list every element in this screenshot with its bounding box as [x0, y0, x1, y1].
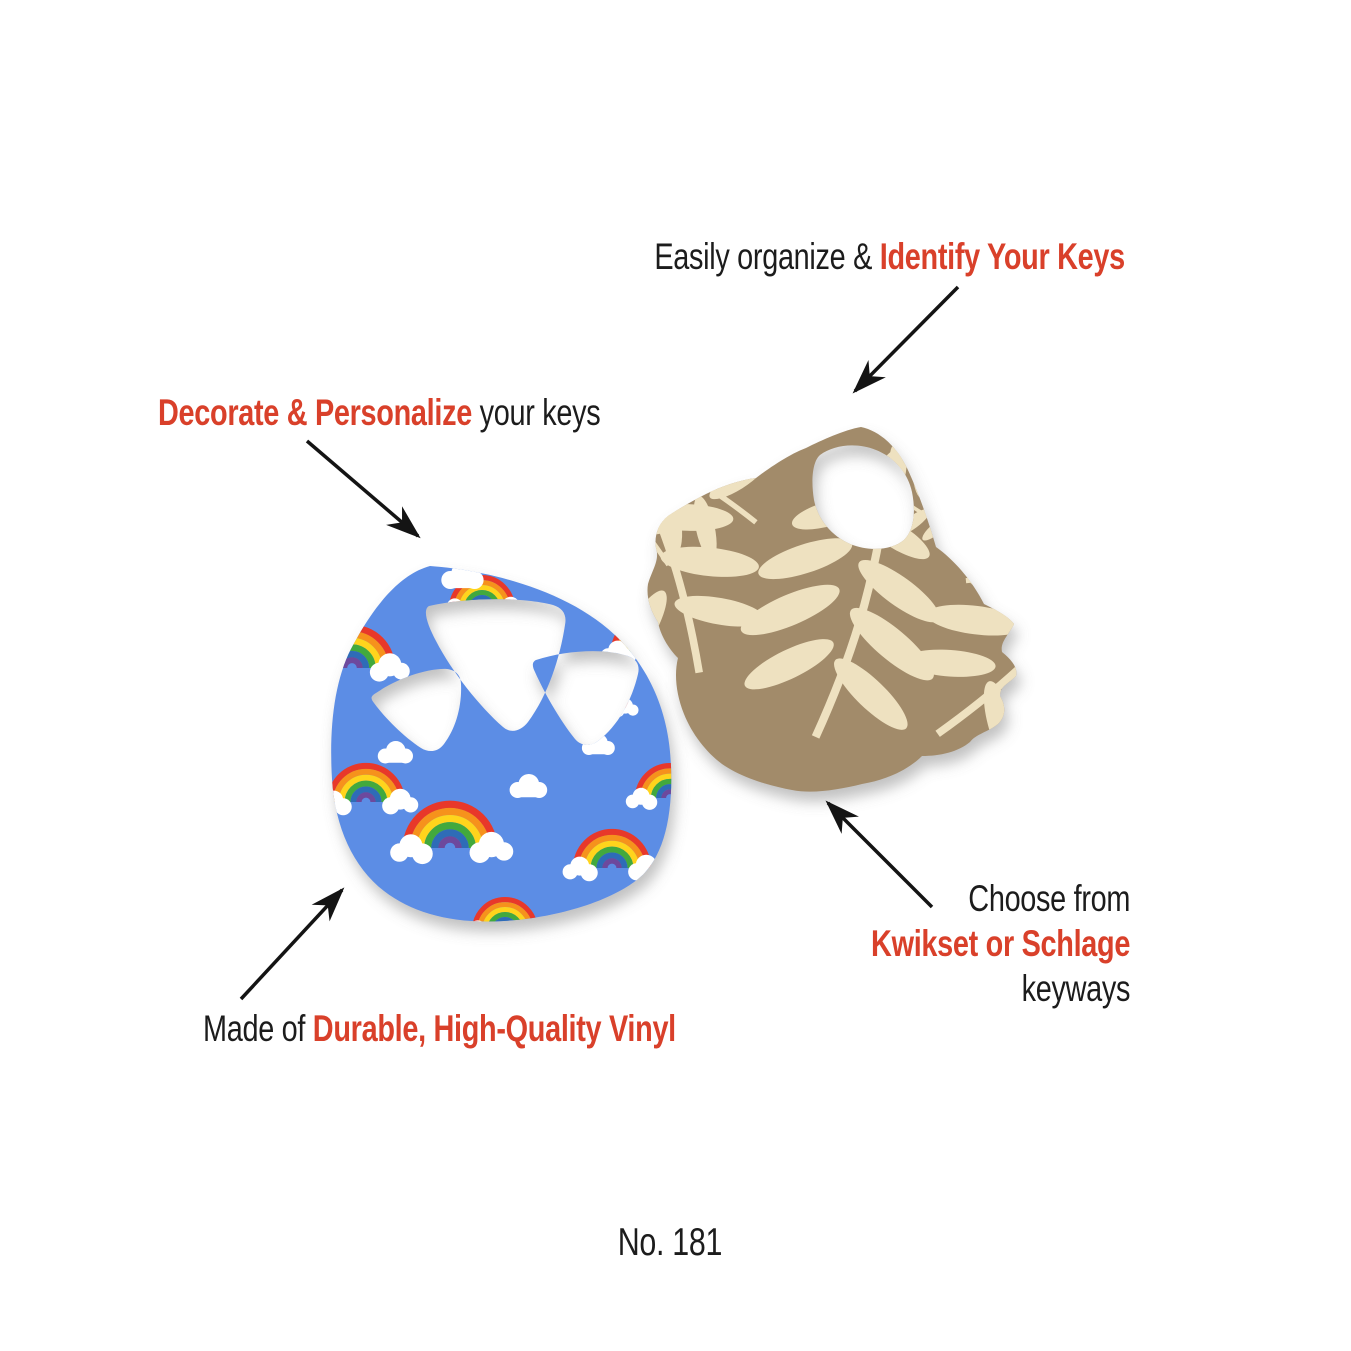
arrow-decorate-to-rainbow-cover [305, 439, 421, 539]
product-number: No. 181 [617, 1221, 723, 1264]
callout-keyways: Choose from Kwikset or Schlage keyways [871, 876, 1130, 1011]
rainbow-cover-base [331, 566, 672, 922]
callout-keyways-line1: Choose from [968, 878, 1130, 919]
callout-keyways-line3: keyways [1021, 968, 1131, 1009]
callout-identify-keys: Easily organize & Identify Your Keys [560, 234, 1220, 279]
callout-vinyl: Made of Durable, High-Quality Vinyl [203, 1006, 676, 1051]
callout-vinyl-prefix: Made of [203, 1008, 313, 1049]
arrow-identify-to-leaf-cover [852, 285, 960, 394]
arrow-vinyl-to-rainbow-cover [239, 887, 345, 1001]
callout-identify-prefix: Easily organize & [654, 236, 881, 277]
annotation-arrows [239, 285, 960, 1001]
callout-decorate-suffix: your keys [471, 392, 601, 433]
callout-keyways-highlight: Kwikset or Schlage [870, 923, 1130, 964]
callout-decorate-highlight: Decorate & Personalize [158, 392, 472, 433]
callout-decorate: Decorate & Personalize your keys [158, 390, 601, 435]
arrow-keyways-to-leaf-cover [825, 800, 934, 909]
callout-vinyl-highlight: Durable, High-Quality Vinyl [312, 1008, 676, 1049]
rainbow-clouds-key-cover-image [331, 566, 672, 922]
callout-identify-highlight: Identify Your Keys [880, 236, 1126, 277]
